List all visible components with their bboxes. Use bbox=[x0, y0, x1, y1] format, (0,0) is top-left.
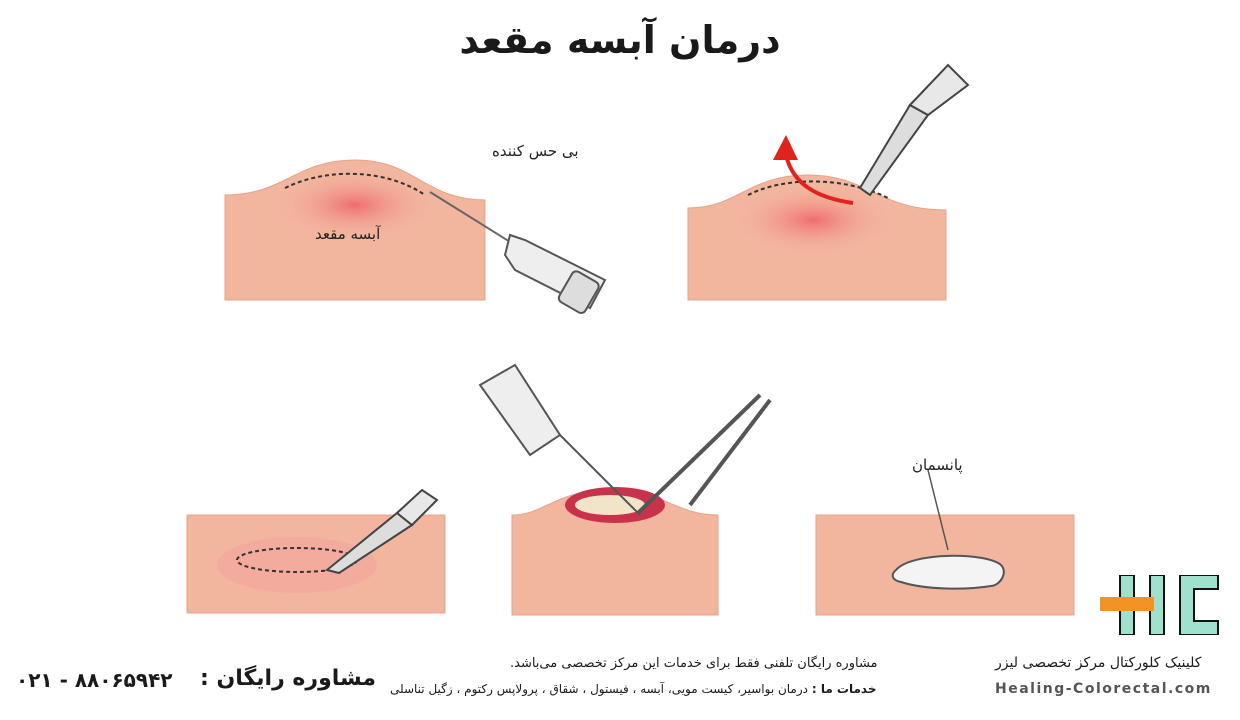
bandage-label: پانسمان bbox=[912, 456, 963, 474]
services-line: خدمات ما : درمان بواسیر، کیست مویی، آبسه… bbox=[390, 682, 877, 696]
anesthesia-panel bbox=[224, 159, 607, 314]
services-list: درمان بواسیر، کیست مویی، آبسه ، فیستول ،… bbox=[390, 682, 809, 696]
abscess-area bbox=[275, 170, 435, 240]
bandage-pointer bbox=[927, 469, 949, 551]
scalpel-icon bbox=[324, 488, 439, 575]
free-consult-heading: مشاوره رایگان : bbox=[200, 666, 377, 691]
excision-panel bbox=[186, 488, 446, 614]
incision-panel bbox=[687, 63, 970, 301]
abscess-label: آبسه مقعد bbox=[315, 225, 381, 243]
consult-note: مشاوره رایگان تلفنی فقط برای خدمات این م… bbox=[510, 656, 878, 671]
website-link[interactable]: Healing-Colorectal.com bbox=[995, 681, 1212, 697]
bandage-icon bbox=[891, 554, 1005, 590]
incision-arrow-icon bbox=[784, 154, 854, 205]
page-title: درمان آبسه مقعد bbox=[459, 18, 781, 62]
clinic-logo bbox=[1100, 575, 1219, 635]
anesthetic-label: بی حس کننده bbox=[492, 142, 579, 160]
drainage-panel bbox=[478, 363, 772, 616]
needle-syringe-icon bbox=[429, 191, 607, 314]
dotted-outline bbox=[284, 172, 426, 196]
forceps-icon bbox=[636, 393, 772, 515]
phone-number: ۰۲۱ - ۸۸۰۶۵۹۴۲ bbox=[16, 668, 173, 692]
services-label: خدمات ما : bbox=[811, 682, 877, 696]
scalpel-icon bbox=[858, 63, 970, 197]
bandage-panel bbox=[815, 469, 1075, 616]
syringe-icon bbox=[478, 363, 641, 516]
clinic-name: کلینیک کلورکتال مرکز تخصصی لیزر bbox=[995, 655, 1202, 671]
